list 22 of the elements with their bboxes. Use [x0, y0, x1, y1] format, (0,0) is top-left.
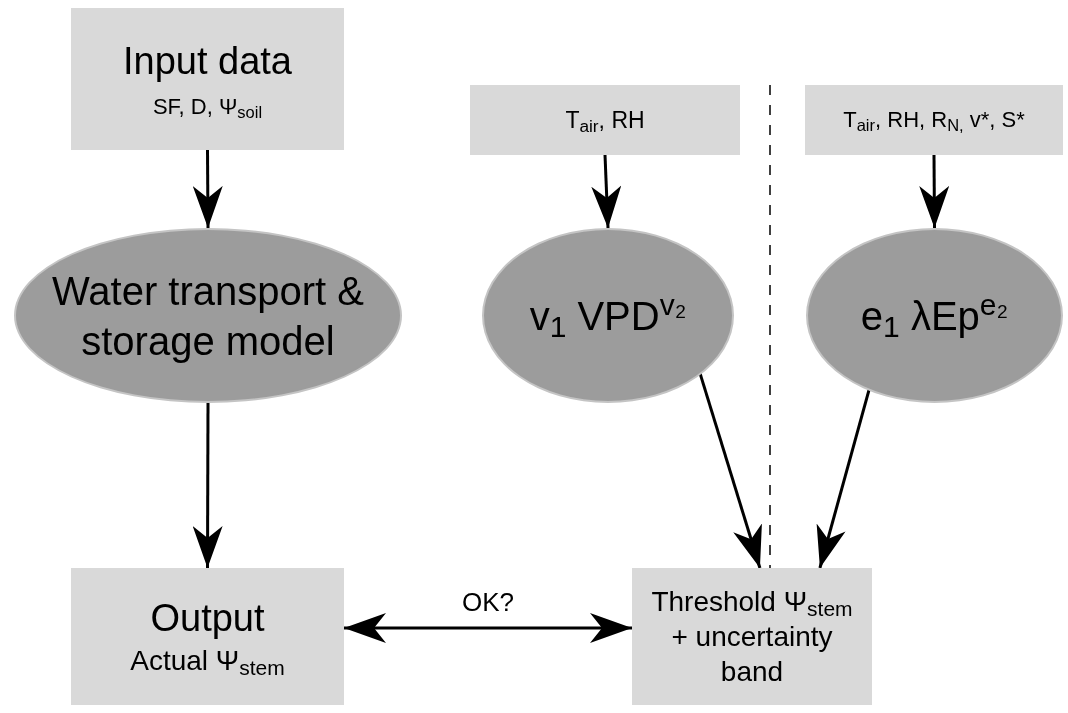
arrow [344, 613, 632, 643]
node-title: Threshold Ψ$_{stem}$ + uncertainty band [650, 585, 854, 689]
node-subtitle: Actual Ψ$_{stem}$ [129, 643, 286, 678]
node-subtitle: SF, D, Ψ$_{soil}$ [151, 93, 264, 121]
arrow [919, 155, 950, 228]
node-title: e$_{1}$ λEp$^{e₂}$ [859, 290, 1010, 341]
process-box [632, 568, 872, 705]
arrow [816, 389, 871, 569]
arrow [591, 154, 622, 229]
node-title: v$_{1}$ VPD$^{v₂}$ [528, 290, 688, 341]
node-title: Output [149, 596, 266, 642]
arrow [192, 403, 223, 568]
node-title: T$_{air}$, RH, R$_{N,}$ v*, S* [842, 106, 1026, 134]
process-box [470, 85, 740, 155]
node-title: T$_{air}$, RH [564, 105, 646, 135]
arrow [698, 372, 762, 569]
process-box [71, 8, 344, 150]
process-box [805, 85, 1063, 155]
process-box [71, 568, 344, 705]
node-title: Input data [121, 38, 293, 84]
arrow [192, 150, 223, 228]
node-title: Water transport & storage model [51, 267, 365, 365]
